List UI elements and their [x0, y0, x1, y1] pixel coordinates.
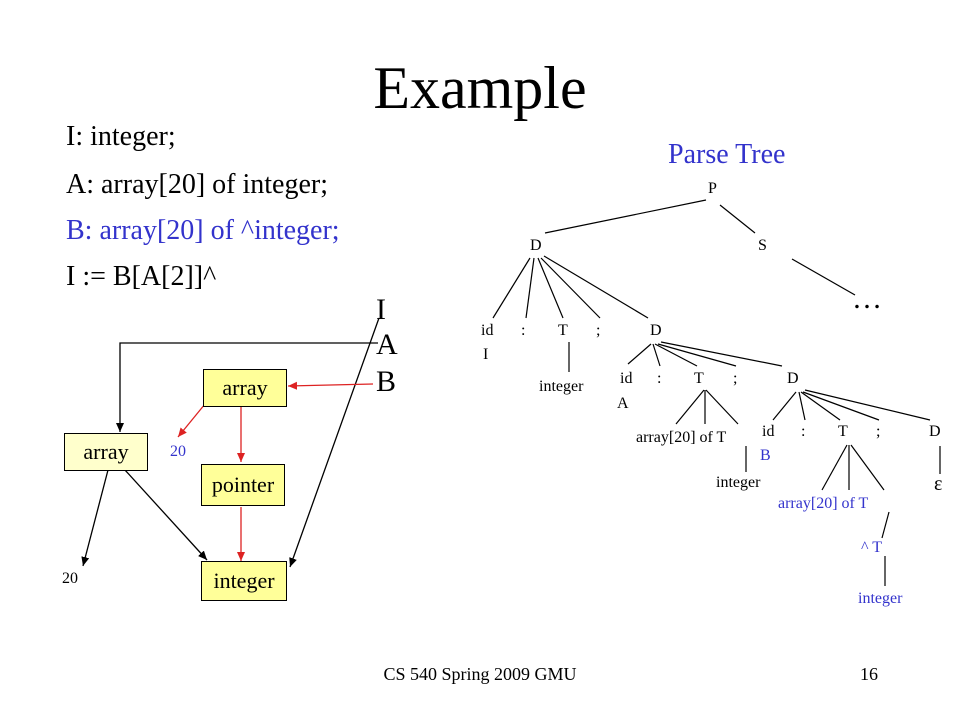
- tree-array-of-1: array[20] of T: [636, 429, 727, 446]
- tree-colon-1: :: [521, 322, 526, 339]
- parse-tree-heading: Parse Tree: [668, 139, 786, 170]
- edge-array-to-20-red: [177, 403, 206, 438]
- tree-node-P: P: [708, 180, 717, 197]
- code-line-2: A: array[20] of integer;: [66, 169, 328, 200]
- array-node-left: array: [64, 433, 148, 471]
- tree-id-2: id: [620, 370, 633, 387]
- tree-D-2: D: [650, 322, 662, 339]
- slide-title: Example: [373, 55, 587, 121]
- edge-array-to-integer: [124, 469, 208, 561]
- footer-page-number: 16: [860, 664, 878, 684]
- edge-I-to-integer: [289, 317, 380, 568]
- array-node-right: array: [203, 369, 287, 407]
- pointer-node: pointer: [201, 464, 285, 506]
- edge-B-to-array: [287, 381, 374, 390]
- var-b-label: B: [376, 365, 397, 398]
- tree-epsilon: ε: [934, 473, 943, 495]
- edge-A-to-array: [116, 342, 378, 432]
- size-label-red: 20: [170, 443, 186, 460]
- tree-integer-2: integer: [716, 474, 761, 491]
- var-i-label: I: [376, 293, 386, 326]
- tree-semi-2: ;: [733, 370, 738, 387]
- tree-colon-2: :: [657, 370, 662, 387]
- tree-pointer: ^ T: [861, 539, 882, 556]
- edge-array-to-20: [81, 469, 109, 567]
- tree-semi-1: ;: [596, 322, 601, 339]
- tree-array-of-2: array[20] of T: [778, 495, 869, 512]
- integer-node: integer: [201, 561, 287, 601]
- code-line-4: I := B[A[2]]^: [66, 261, 217, 292]
- tree-semi-3: ;: [876, 423, 881, 440]
- tree-id-1: id: [481, 322, 494, 339]
- tree-integer-3: integer: [858, 590, 903, 607]
- tree-T-3: T: [838, 423, 848, 440]
- tree-A-leaf: A: [617, 395, 629, 412]
- tree-node-S: S: [758, 237, 767, 254]
- footer-course: CS 540 Spring 2009 GMU: [383, 664, 577, 684]
- size-label-black: 20: [62, 570, 78, 587]
- tree-T-2: T: [694, 370, 704, 387]
- tree-node-D: D: [530, 237, 542, 254]
- tree-T-1: T: [558, 322, 568, 339]
- tree-D-4: D: [929, 423, 941, 440]
- tree-id-3: id: [762, 423, 775, 440]
- tree-colon-3: :: [801, 423, 806, 440]
- tree-D-3: D: [787, 370, 799, 387]
- tree-integer-1: integer: [539, 378, 584, 395]
- tree-B-leaf: B: [760, 447, 771, 464]
- var-a-label: A: [376, 328, 398, 361]
- tree-edges: [492, 199, 941, 586]
- code-line-1: I: integer;: [66, 121, 176, 152]
- tree-I-leaf: I: [483, 346, 489, 363]
- tree-ellipsis: …: [852, 282, 882, 315]
- code-line-3: B: array[20] of ^integer;: [66, 215, 340, 246]
